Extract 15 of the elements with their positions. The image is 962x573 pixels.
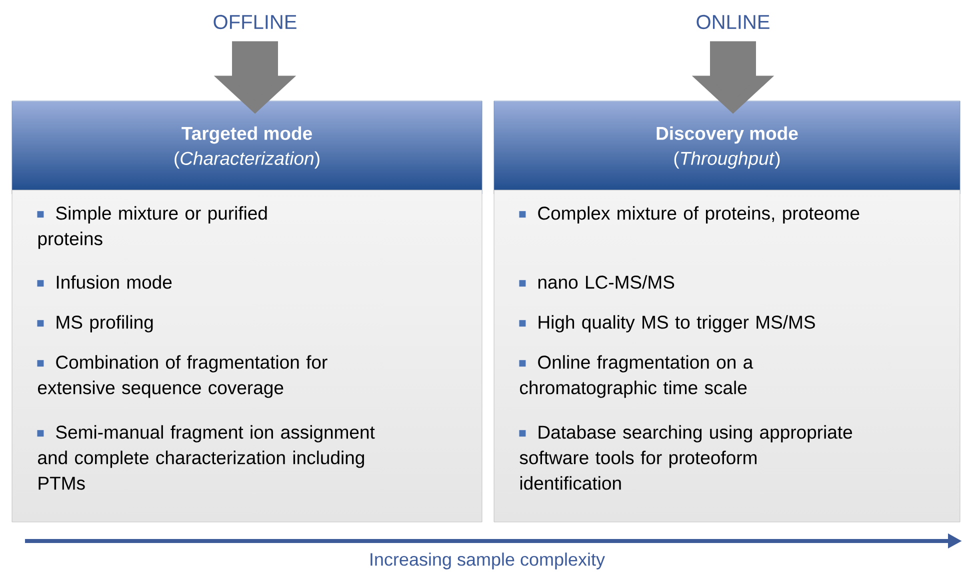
mode-label: ONLINE [696,14,770,30]
bullet-item: Database searching using appropriate software tools for proteoform identification [519,425,852,490]
header-box: Discovery mode (Throughput) [494,100,960,194]
bullet-item: Online fragmentation on a chromatographic time scale [519,355,754,398]
bullet-item: High quality MS to trigger MS/MS [519,315,815,332]
bullet-item: Simple mixture or purified proteins [37,206,267,249]
header-box: Targeted mode (Characterization) [12,100,482,194]
bullet-item: nano LC-MS/MS [519,275,674,289]
bullet-item: Infusion mode [37,275,172,289]
bullet-item: Semi-manual fragment ion assignment and complete characterization including PTMs [37,425,375,490]
axis-caption: Increasing sample complexity [370,552,605,570]
bullet-item: Complex mixture of proteins, proteome [519,206,860,224]
bullet-item: MS profiling [37,315,153,332]
bullet-item: Combination of fragmentation for extensive sequence coverage [37,355,328,398]
mode-label: OFFLINE [214,14,296,30]
